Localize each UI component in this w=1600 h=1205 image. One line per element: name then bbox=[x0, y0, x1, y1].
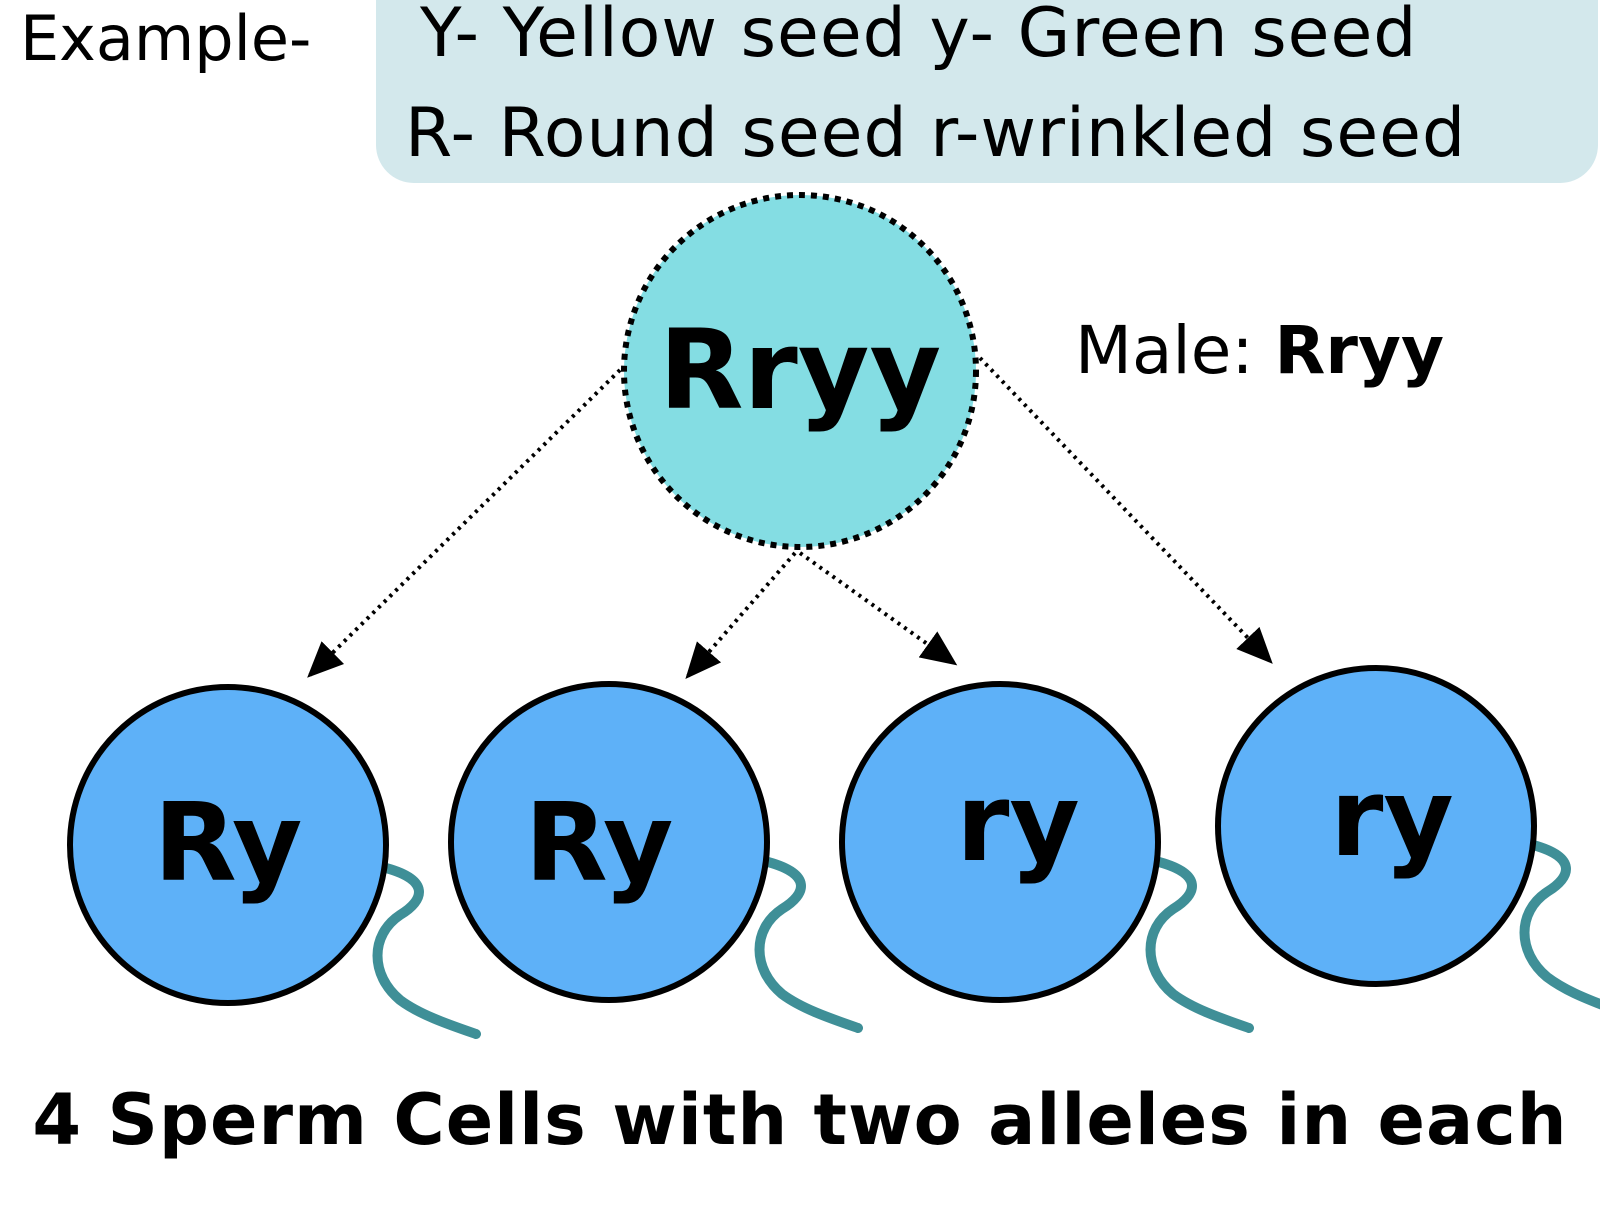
legend-box bbox=[376, 0, 1598, 183]
sperm-tails bbox=[372, 840, 1600, 1039]
gamete-cell-4: ry bbox=[1215, 665, 1537, 987]
gamete-cell-1: Ry bbox=[67, 684, 389, 1006]
male-label-prefix: Male: bbox=[1075, 312, 1275, 389]
gamete-genotype-1: Ry bbox=[154, 781, 303, 906]
gamete-genotype-2: Ry bbox=[525, 781, 674, 906]
arrow-to-gamete-3 bbox=[798, 551, 958, 666]
legend-line-color: Y- Yellow seed y- Green seed bbox=[420, 0, 1418, 73]
arrows bbox=[307, 356, 1273, 680]
gamete-cell-3: ry bbox=[839, 681, 1161, 1003]
gamete-cell-2: Ry bbox=[448, 681, 770, 1003]
parent-genotype: Rryy bbox=[659, 306, 941, 434]
arrow-to-gamete-2 bbox=[685, 551, 797, 680]
sperm-tail-2 bbox=[754, 857, 863, 1033]
arrow-to-gamete-1 bbox=[307, 368, 622, 678]
example-label: Example- bbox=[20, 2, 312, 75]
sperm-tail-4 bbox=[1519, 840, 1600, 1010]
sperm-tail-1 bbox=[372, 863, 481, 1039]
arrow-to-gamete-4 bbox=[978, 356, 1273, 664]
gamete-genotype-4: ry bbox=[1330, 756, 1454, 881]
caption: 4 Sperm Cells with two alleles in each bbox=[32, 1079, 1568, 1161]
parent-cell: Rryy bbox=[621, 192, 979, 550]
male-label-genotype: Rryy bbox=[1274, 312, 1444, 389]
gamete-genotype-3: ry bbox=[956, 761, 1080, 886]
legend-line-shape: R- Round seed r-wrinkled seed bbox=[405, 94, 1467, 173]
sperm-tail-3 bbox=[1145, 857, 1254, 1033]
male-label: Male: Rryy bbox=[1075, 318, 1444, 384]
